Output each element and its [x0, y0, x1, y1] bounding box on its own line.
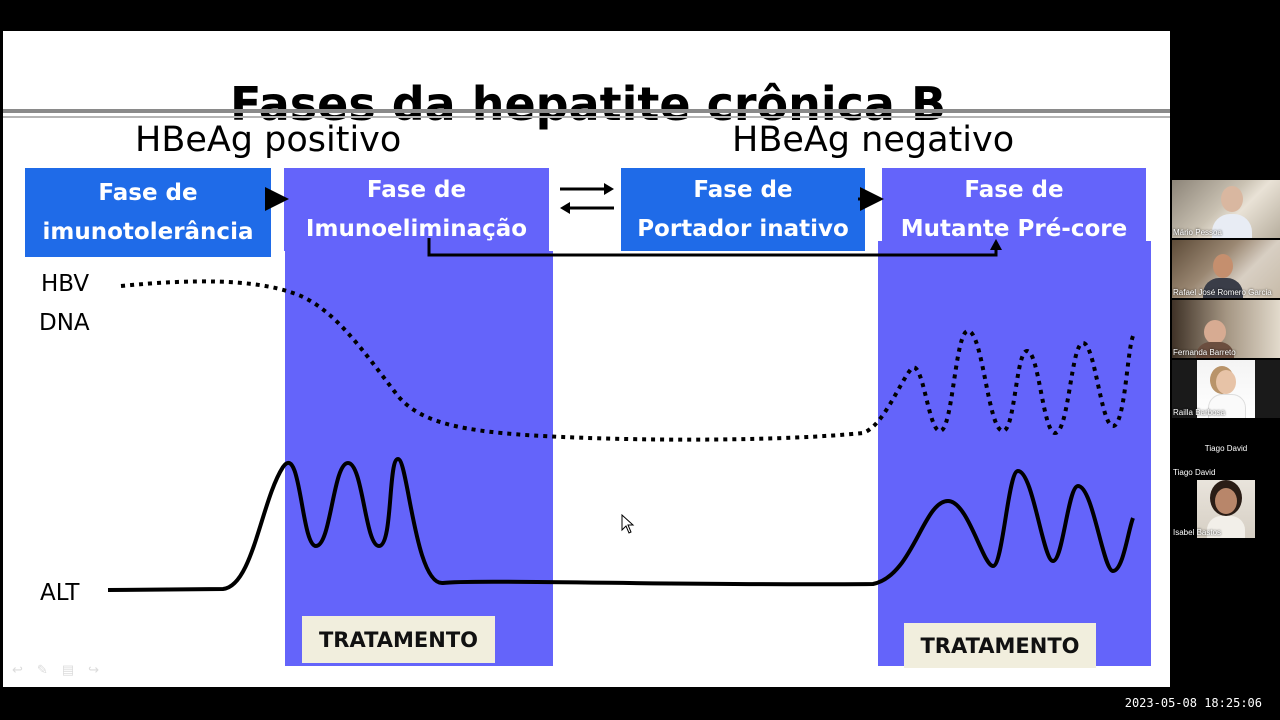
- participant-shirt: [1212, 214, 1252, 238]
- avatar: [1221, 186, 1243, 212]
- participant-shirt: [1196, 342, 1234, 358]
- phase-box-immunotolerance: Fase de imunotolerância: [25, 168, 271, 257]
- phase-line-1: Fase de: [366, 176, 467, 203]
- alt-curve: [107, 456, 1135, 592]
- avatar: [1213, 254, 1233, 278]
- participant-tile[interactable]: Railla Barbosa: [1172, 360, 1280, 418]
- slide-toolbar[interactable]: ↩ ✎ ▤ ↪: [12, 662, 99, 678]
- slides-icon[interactable]: ▤: [61, 662, 75, 677]
- label-alt: ALT: [40, 580, 80, 606]
- phase-line-2: imunotolerância: [42, 218, 254, 245]
- back-icon[interactable]: ↩: [12, 662, 23, 677]
- participant-shirt: [1203, 278, 1243, 298]
- participant-shirt: [1208, 394, 1246, 418]
- participant-name-placeholder: Tiago David: [1204, 444, 1248, 453]
- heading-hbeag-positive: HBeAg positivo: [135, 120, 402, 160]
- title-divider: [3, 109, 1170, 113]
- swap-arrows-icon: [560, 183, 614, 214]
- phase-box-inactive-carrier: Fase de Portador inativo: [621, 168, 865, 251]
- phase-line-2: Portador inativo: [637, 215, 849, 242]
- phase-box-immunoelimination: Fase de Imunoeliminação: [284, 168, 549, 251]
- pen-icon[interactable]: ✎: [36, 662, 48, 677]
- phase-line-2: Imunoeliminação: [305, 215, 528, 242]
- phase-line-1: Fase de: [693, 176, 793, 203]
- forward-icon[interactable]: ↪: [88, 662, 100, 677]
- avatar: [1216, 370, 1236, 394]
- participant-tile[interactable]: Tiago David Tiago David: [1172, 420, 1280, 478]
- band-immunoelimination: [285, 251, 553, 666]
- phase-box-precore-mutant: Fase de Mutante Pré-core: [882, 168, 1146, 251]
- participant-name: Isabel Bastos: [1173, 528, 1222, 537]
- label-dna: DNA: [39, 310, 90, 336]
- avatar: [1204, 320, 1226, 344]
- participant-shirt: [1207, 516, 1245, 538]
- phase-line-2: Mutante Pré-core: [900, 215, 1128, 242]
- participant-tile[interactable]: Mário Pessoa: [1172, 180, 1280, 238]
- phase-line-1: Fase de: [98, 179, 198, 206]
- heading-hbeag-negative: HBeAg negativo: [732, 120, 1015, 160]
- presentation-slide: Fases da hepatite crônica B HBeAg positi…: [3, 31, 1170, 687]
- participant-name: Railla Barbosa: [1173, 408, 1226, 417]
- participant-name: Rafael José Romero Garcia: [1173, 288, 1272, 297]
- phase-line-1: Fase de: [964, 176, 1064, 203]
- arrow-elimination-to-mutant-head: [990, 239, 1002, 250]
- participant-name: Mário Pessoa: [1173, 228, 1222, 237]
- label-hbv: HBV: [41, 271, 90, 297]
- hbv-dna-curve: [120, 279, 1135, 442]
- phase-diagram: [107, 183, 1135, 592]
- band-precore-mutant: [878, 241, 1151, 666]
- mouse-pointer-icon: [621, 514, 635, 534]
- arrow-elimination-to-mutant: [427, 238, 998, 257]
- treatment-label-immunoelimination: TRATAMENTO: [302, 616, 495, 663]
- participant-tile[interactable]: Fernanda Barreto: [1172, 300, 1280, 358]
- participant-tile[interactable]: Rafael José Romero Garcia: [1172, 240, 1280, 298]
- title-divider-thin: [3, 116, 1170, 118]
- slide-title: Fases da hepatite crônica B: [229, 77, 947, 131]
- treatment-label-precore-mutant: TRATAMENTO: [904, 623, 1096, 668]
- timestamp: 2023-05-08 18:25:06: [1124, 696, 1262, 710]
- participant-name: Tiago David: [1173, 468, 1216, 477]
- avatar: [1215, 488, 1237, 514]
- participant-name: Fernanda Barreto: [1173, 348, 1236, 357]
- participant-tile[interactable]: Isabel Bastos: [1172, 480, 1280, 538]
